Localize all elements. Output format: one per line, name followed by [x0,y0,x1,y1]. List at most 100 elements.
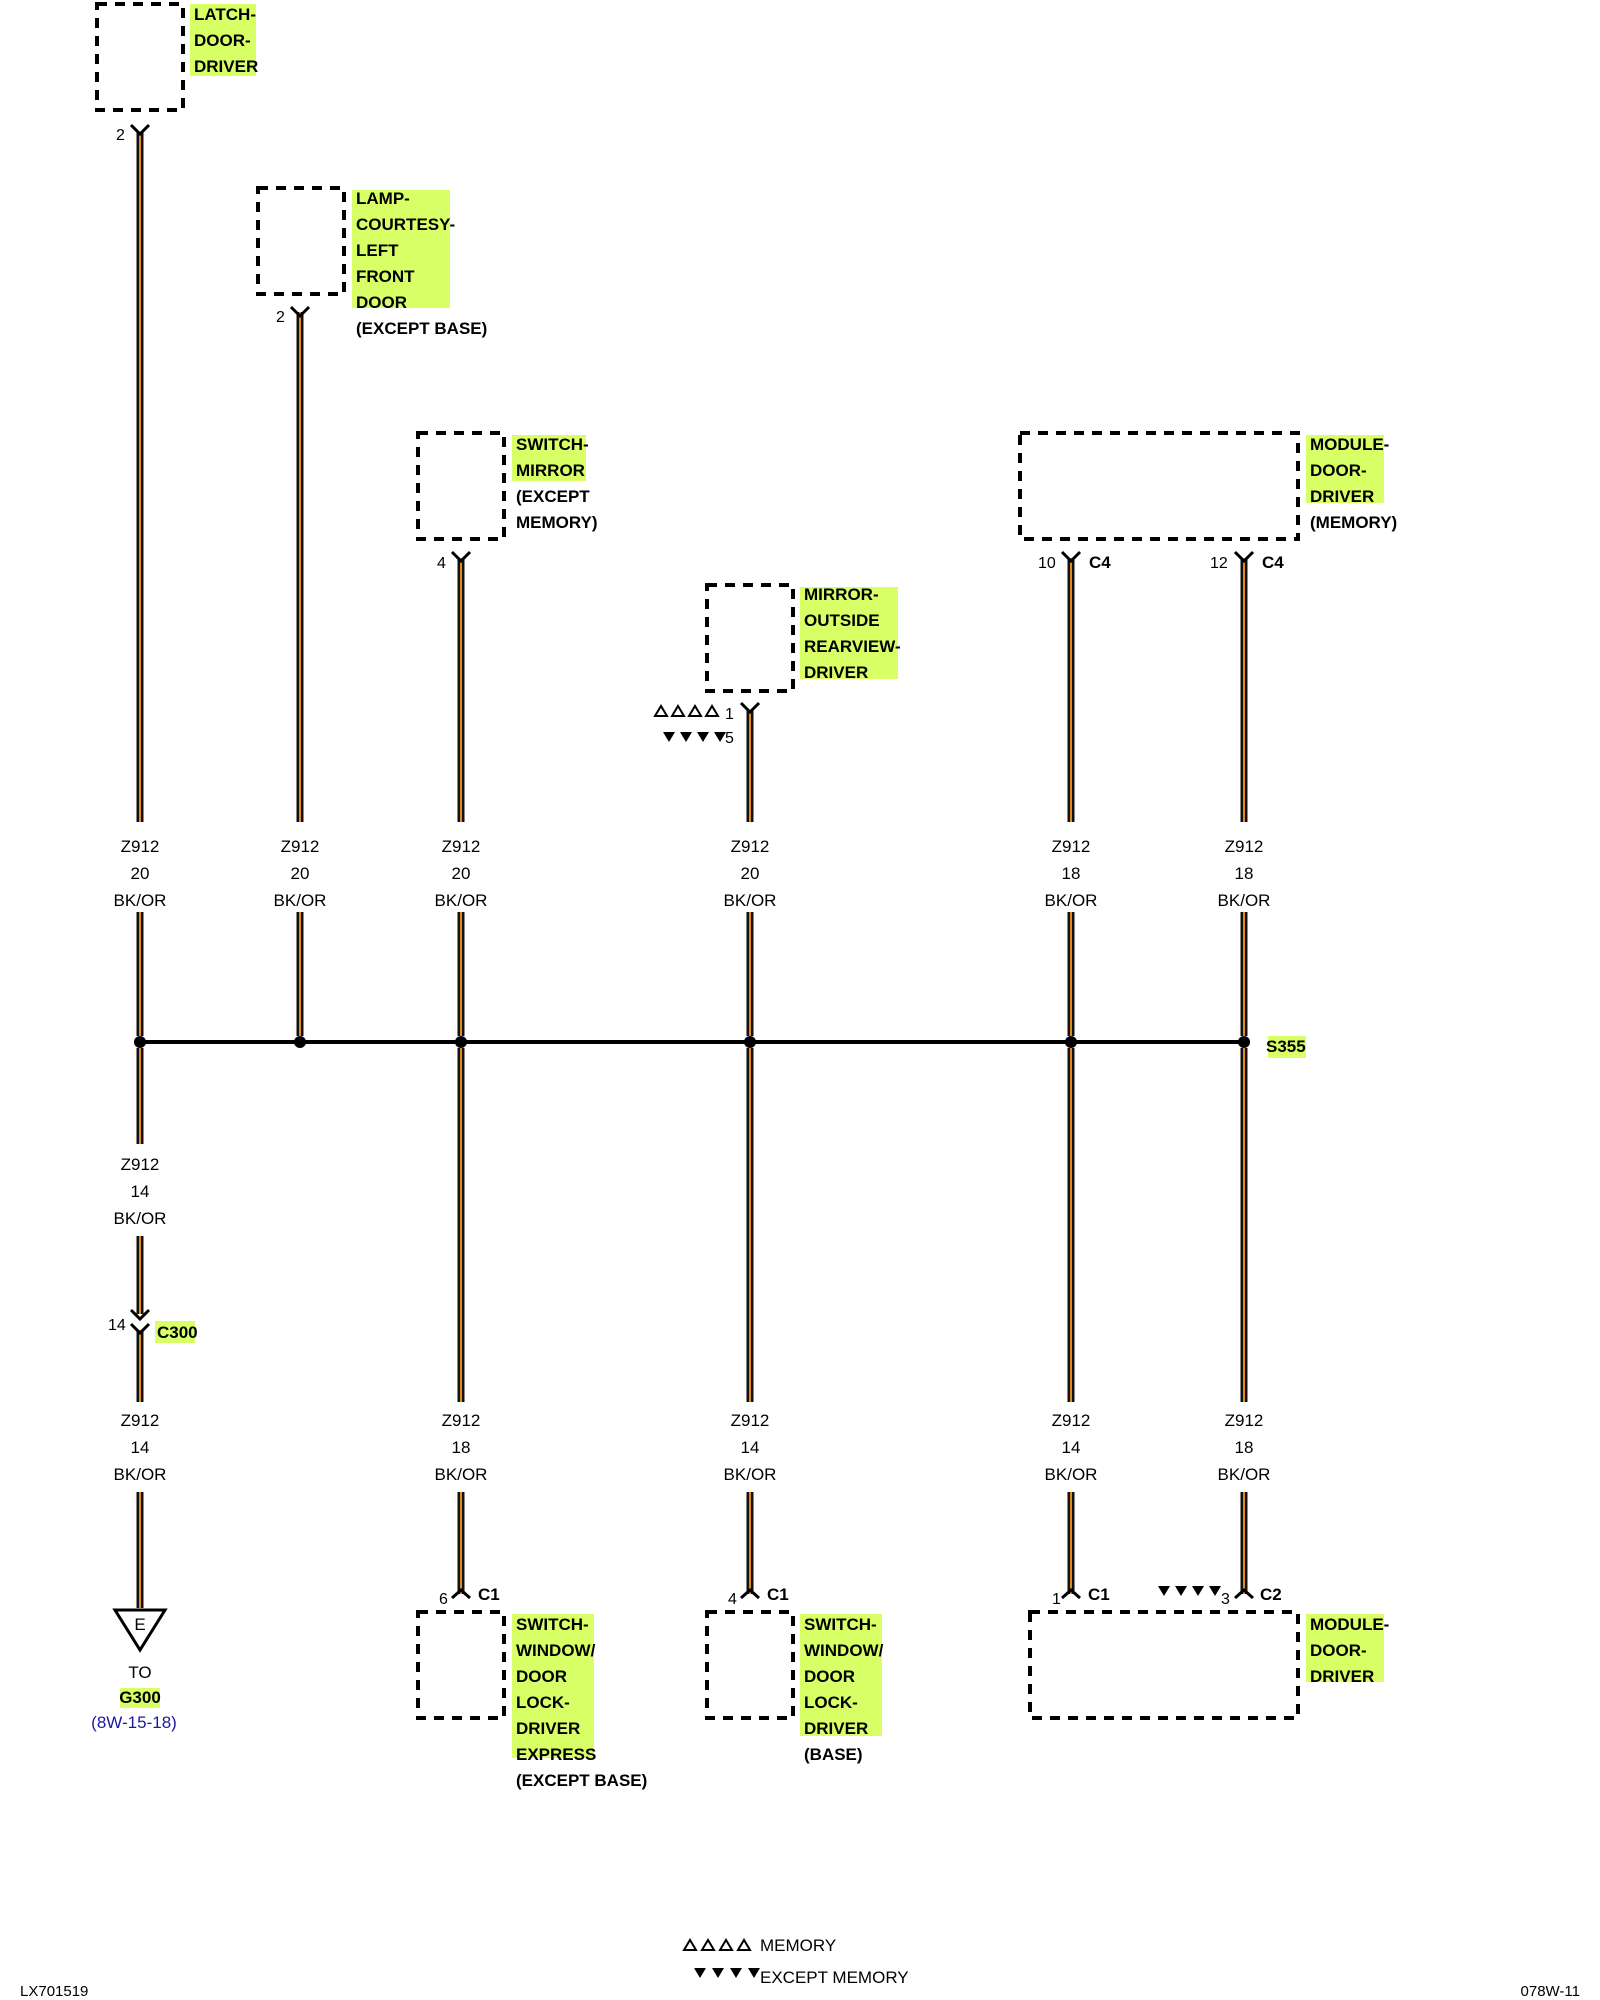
lamp-line-1: LAMP- [356,189,410,208]
upper-wire-5-color: BK/OR [1045,891,1098,910]
switch-express-line-6: EXPRESS [516,1745,596,1764]
switch-base-note: (BASE) [804,1745,863,1764]
upper-wire-5-circuit: Z912 [1052,837,1091,856]
legend-except-memory-icon [694,1968,760,1978]
switch-base-line-1: SWITCH- [804,1615,877,1634]
upper-wire-3-circuit: Z912 [442,837,481,856]
mirror-line-3: REARVIEW- [804,637,901,656]
footer-right-code: 078W-11 [1521,1983,1580,2000]
switch-mirror-pin: 4 [437,555,446,572]
switch-express-conn: C1 [478,1585,500,1604]
switch-base-line-5: DRIVER [804,1719,868,1738]
switch-express-line-3: DOOR [516,1667,567,1686]
ground-wire-upper-color: BK/OR [114,1209,167,1228]
module-bottom-label: MODULE- DOOR- DRIVER [1310,1615,1394,1686]
upper-wire-1-circuit: Z912 [121,837,160,856]
switch-base-conn: C1 [767,1585,789,1604]
upper-wire-3-gauge: 20 [452,864,471,883]
lower-wire-3-circuit: Z912 [731,1411,770,1430]
switch-mirror-line-1: SWITCH- [516,435,589,454]
lower-wire-4-color: BK/OR [1045,1465,1098,1484]
latch-line-3: DRIVER [194,57,258,76]
lower-wire-1-color: BK/OR [114,1465,167,1484]
switch-base-line-3: DOOR [804,1667,855,1686]
lower-wire-5-circuit: Z912 [1225,1411,1264,1430]
connector-symbols-top [129,123,1255,1600]
module-bottom-line-2: DOOR- [1310,1641,1367,1660]
upper-wire-1-color: BK/OR [114,891,167,910]
module-bottom-pin-b: 3 [1221,1591,1230,1608]
upper-wire-6-color: BK/OR [1218,891,1271,910]
module-top-note: (MEMORY) [1310,513,1397,532]
mirror-line-2: OUTSIDE [804,611,880,630]
lower-wire-3-color: BK/OR [724,1465,777,1484]
splice-dot-3 [455,1036,467,1048]
lamp-courtesy-box [256,186,346,296]
module-door-driver-bottom-box [1028,1610,1300,1720]
splice-dot-6 [1238,1036,1250,1048]
lower-wire-2-color: BK/OR [435,1465,488,1484]
splice-dot-5 [1065,1036,1077,1048]
lamp-line-4: FRONT [356,267,415,286]
footer-left-code: LX701519 [20,1983,88,2000]
module-top-line-3: DRIVER [1310,487,1374,506]
upper-wire-2-gauge: 20 [291,864,310,883]
switch-express-line-2: WINDOW/ [516,1641,596,1660]
module-top-line-2: DOOR- [1310,461,1367,480]
c300-pin: 14 [108,1317,126,1334]
upper-wire-5-gauge: 18 [1062,864,1081,883]
lamp-note: (EXCEPT BASE) [356,319,487,338]
lower-wire-5-gauge: 18 [1235,1438,1254,1457]
lamp-pin: 2 [276,309,285,326]
legend-memory: MEMORY [760,1936,836,1955]
module-top-pin-a: 10 [1038,555,1056,572]
lower-wire-2-gauge: 18 [452,1438,471,1457]
switch-mirror-note-2: MEMORY) [516,513,598,532]
module-top-label: MODULE- DOOR- DRIVER (MEMORY) [1310,435,1397,532]
splice-dot-2 [294,1036,306,1048]
lamp-line-3: LEFT [356,241,399,260]
ground-ref-link[interactable]: (8W-15-18) [91,1713,177,1732]
lamp-label: LAMP- COURTESY- LEFT FRONT DOOR (EXCEPT … [356,189,487,338]
mirror-pin-memory: 1 [725,706,734,723]
latch-pin: 2 [116,127,125,144]
mirror-except-memory-marker [663,732,726,742]
ground-wire-upper-gauge: 14 [131,1182,150,1201]
upper-wire-2-circuit: Z912 [281,837,320,856]
switch-express-line-4: LOCK- [516,1693,570,1712]
module-top-conn-a: C4 [1089,553,1111,572]
switch-express-line-1: SWITCH- [516,1615,589,1634]
lower-wire-1-gauge: 14 [131,1438,150,1457]
mirror-outside-box [705,583,795,693]
upper-wire-6-gauge: 18 [1235,864,1254,883]
latch-line-2: DOOR- [194,31,251,50]
switch-base-line-2: WINDOW/ [804,1641,884,1660]
switch-base-label: SWITCH- WINDOW/ DOOR LOCK- DRIVER (BASE) [804,1615,888,1764]
switch-base-box [705,1610,795,1720]
latch-line-1: LATCH- [194,5,256,24]
switch-express-label: SWITCH- WINDOW/ DOOR LOCK- DRIVER EXPRES… [516,1615,647,1790]
switch-express-line-5: DRIVER [516,1719,580,1738]
label-highlights [120,4,1384,1758]
switch-mirror-line-2: MIRROR [516,461,585,480]
switch-express-note: (EXCEPT BASE) [516,1771,647,1790]
lamp-line-5: DOOR [356,293,407,312]
switch-base-pin: 4 [728,1591,737,1608]
module-bottom-line-1: MODULE- [1310,1615,1389,1634]
upper-wire-4-circuit: Z912 [731,837,770,856]
upper-wire-4-gauge: 20 [741,864,760,883]
module-bottom-except-memory-marker [1158,1586,1221,1596]
switch-express-pin: 6 [439,1591,448,1608]
lower-wire-5-color: BK/OR [1218,1465,1271,1484]
upper-wire-6-circuit: Z912 [1225,837,1264,856]
legend-except-memory: EXCEPT MEMORY [760,1968,909,1987]
module-bottom-conn-b: C2 [1260,1585,1282,1604]
switch-base-line-4: LOCK- [804,1693,858,1712]
switch-express-box [416,1610,506,1720]
upper-wire-3-color: BK/OR [435,891,488,910]
latch-label: LATCH- DOOR- DRIVER [194,5,261,76]
splice-bus [134,1036,1250,1048]
splice-dot-4 [744,1036,756,1048]
mirror-memory-marker [653,704,720,717]
